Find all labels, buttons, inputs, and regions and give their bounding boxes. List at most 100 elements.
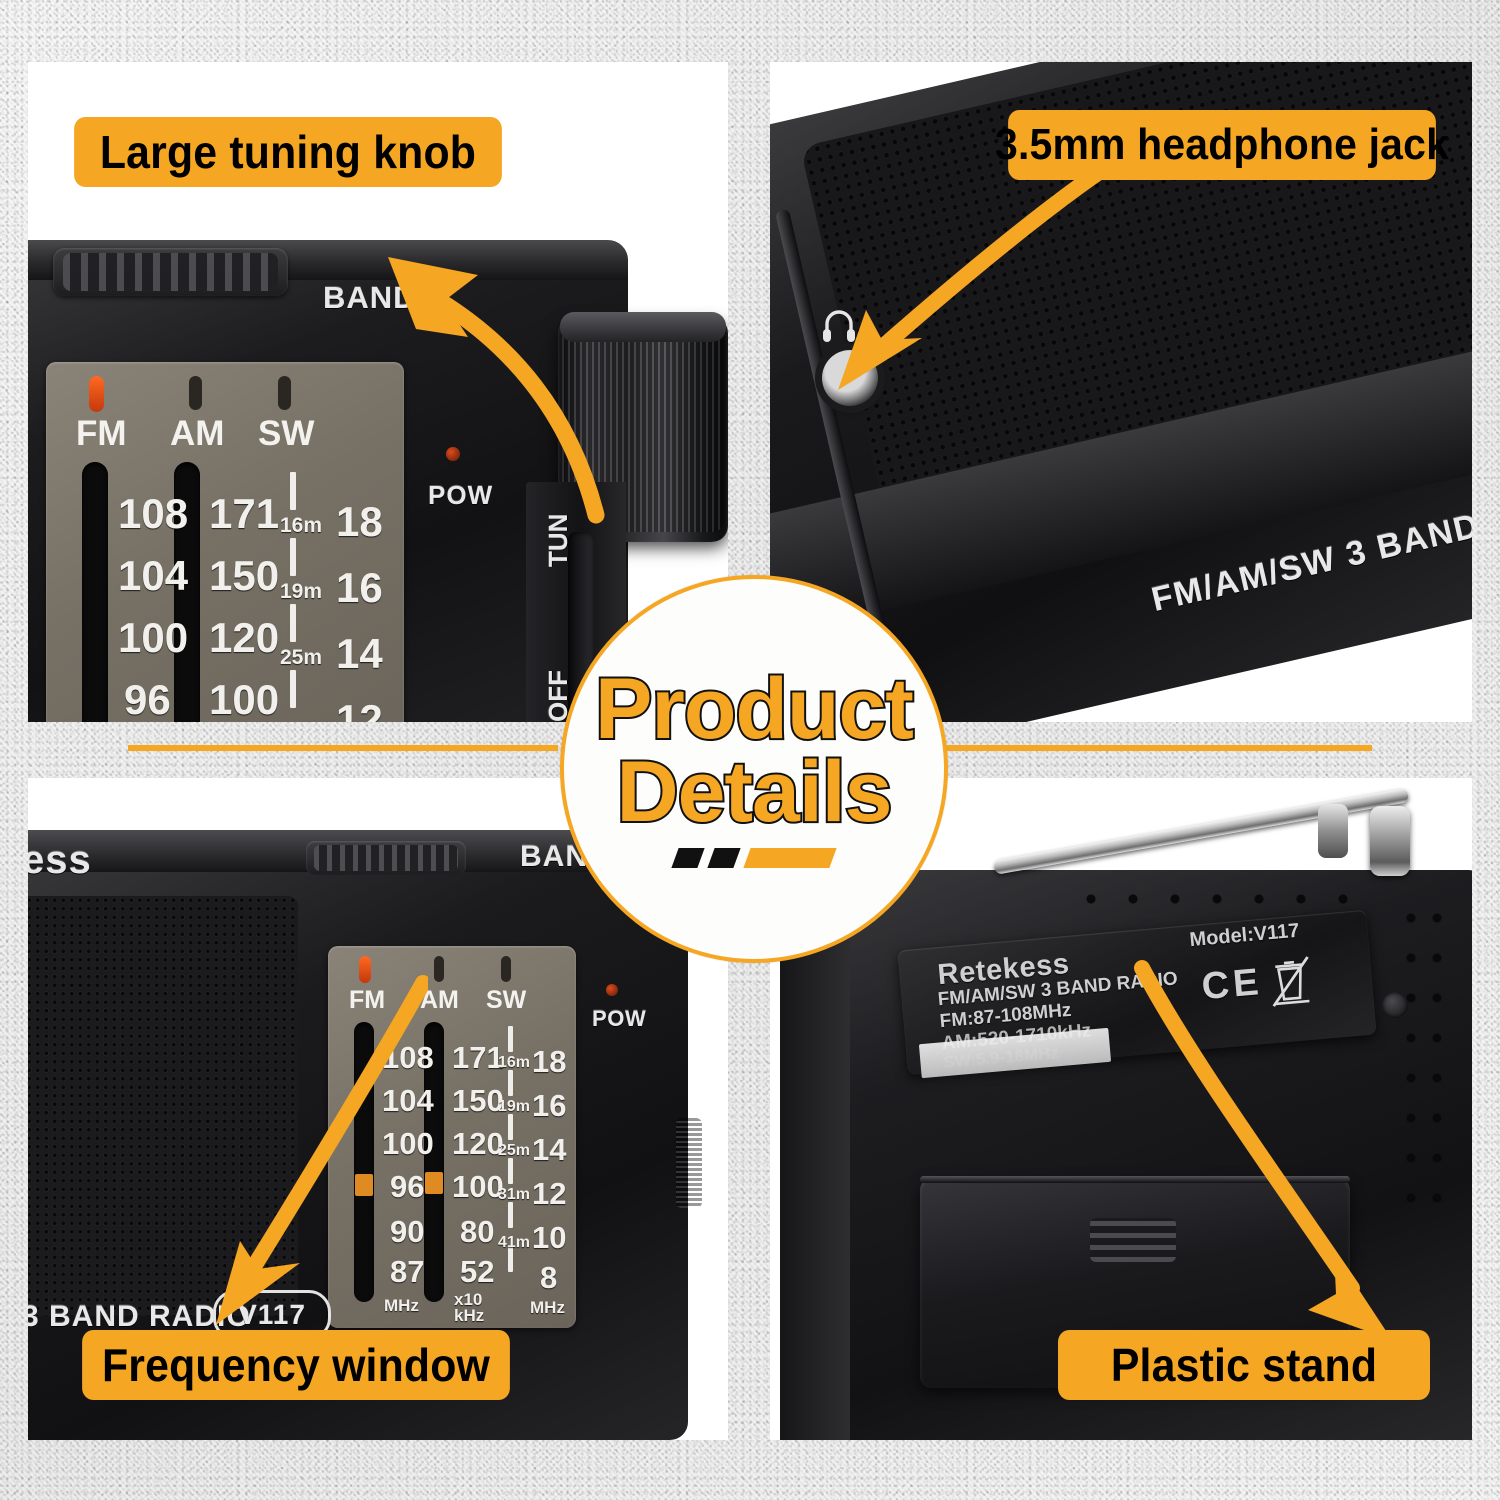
sw-band-indicator — [501, 956, 511, 982]
fm-band-label: FM — [76, 414, 127, 453]
grille-emboss-radio-text: 3 BAND RADIO — [28, 1300, 251, 1333]
sw-meterband-31m: 31m — [498, 1186, 531, 1203]
antenna-hinge[interactable] — [1370, 806, 1410, 876]
badge-dash-black-2 — [707, 848, 741, 869]
am-band-indicator — [434, 956, 444, 982]
caption-text: 3.5mm headphone jack — [995, 120, 1450, 169]
divider-left — [128, 745, 558, 751]
sw-tick-14: 14 — [336, 630, 383, 677]
sw-band-label: SW — [486, 986, 527, 1014]
ce-mark-icon: CE — [1199, 961, 1265, 1009]
sw-meterband-41m: 41m — [498, 1234, 531, 1251]
caption-plastic-stand: Plastic stand — [1058, 1330, 1430, 1400]
screw-icon — [1382, 992, 1408, 1018]
tuning-knob-panel: BAND TUN OFF FM AM — [28, 62, 728, 722]
tuning-knob-photo: BAND TUN OFF FM AM — [28, 62, 728, 722]
caption-headphone-jack: 3.5mm headphone jack — [995, 110, 1449, 180]
am-tick-150: 150 — [209, 552, 280, 599]
sw-tick-mark-1 — [508, 1026, 513, 1052]
speaker-grille — [28, 896, 298, 1316]
am-tuning-slot — [174, 462, 200, 722]
fm-band-led — [359, 956, 371, 983]
fm-tick-108: 108 — [118, 490, 189, 537]
am-band-label: AM — [420, 986, 459, 1014]
sw-band-indicator — [278, 376, 291, 410]
weee-bin-icon — [1272, 956, 1310, 1007]
badge-dash-yellow — [743, 848, 837, 869]
sw-meterband-25m: 25m — [280, 646, 323, 669]
power-led — [606, 984, 618, 996]
spec-model: Model:V117 — [1188, 919, 1301, 952]
stand-hinge-line — [920, 1176, 1350, 1183]
fm-tick-87: 87 — [390, 1254, 425, 1289]
frequency-dial-faceplate: FM AM SW 108 104 100 96 90 87 MHz 171 15… — [328, 946, 576, 1328]
fm-tuning-slot — [82, 462, 108, 722]
frequency-dial-faceplate: FM AM SW 108 104 100 96 171 150 120 100 — [46, 362, 404, 722]
sw-meterband-16m: 16m — [498, 1054, 531, 1071]
fm-tick-104: 104 — [118, 552, 189, 599]
fm-tick-100: 100 — [382, 1126, 434, 1161]
fm-tick-104: 104 — [382, 1083, 434, 1118]
fm-tick-96: 96 — [390, 1169, 425, 1204]
sw-tick-mark-1 — [290, 472, 296, 510]
caption-large-tuning-knob: Large tuning knob — [74, 117, 502, 187]
am-tuning-pointer[interactable] — [425, 1172, 443, 1194]
band-slider-switch[interactable] — [306, 841, 466, 875]
am-tick-52: 52 — [460, 1254, 495, 1289]
sw-tick-16: 16 — [532, 1088, 567, 1123]
am-tick-171: 171 — [452, 1040, 504, 1075]
brand-text-partial: ess — [28, 838, 92, 882]
am-unit-x10: x10 — [454, 1290, 483, 1309]
badge-decoration — [671, 848, 837, 869]
sw-tick-18: 18 — [532, 1044, 567, 1079]
power-label: POW — [592, 1006, 647, 1031]
headphone-jack-port[interactable] — [822, 350, 878, 406]
vent-holes-right — [1398, 898, 1450, 1228]
am-tick-150: 150 — [452, 1083, 504, 1118]
sw-tick-mark-4 — [508, 1158, 513, 1184]
fm-tuning-slot — [354, 1022, 374, 1302]
am-band-indicator — [189, 376, 202, 410]
sw-tick-mark-6 — [508, 1246, 513, 1272]
side-tuning-knob[interactable] — [676, 1118, 702, 1208]
stand-grip-ribs — [1090, 1218, 1176, 1262]
badge-line-1: Product — [593, 660, 916, 757]
sw-tick-mark-2 — [290, 538, 296, 576]
sw-tick-mark-3 — [508, 1114, 513, 1140]
fm-tick-90: 90 — [390, 1214, 425, 1249]
fm-tick-108: 108 — [382, 1040, 434, 1075]
sw-meterband-19m: 19m — [280, 580, 323, 603]
am-tick-120: 120 — [209, 614, 280, 661]
band-slider-switch[interactable] — [53, 248, 288, 296]
am-band-label: AM — [170, 414, 225, 453]
model-badge-text: V117 — [238, 1299, 306, 1330]
vent-holes-top — [1070, 886, 1370, 912]
power-led — [446, 447, 460, 461]
sw-unit-label: MHz — [530, 1298, 565, 1317]
sw-tick-16: 16 — [336, 564, 383, 611]
am-tick-171: 171 — [209, 490, 280, 537]
sw-meterband-16m: 16m — [280, 514, 323, 537]
am-unit-khz: kHz — [454, 1306, 485, 1325]
caption-text: Large tuning knob — [99, 126, 477, 178]
am-tick-100: 100 — [209, 676, 280, 722]
sw-tick-12: 12 — [532, 1176, 567, 1211]
headphone-icon — [823, 310, 855, 342]
product-details-badge: Product Details — [560, 575, 948, 963]
badge-line-2: Details — [614, 744, 894, 840]
am-tuning-slot — [424, 1022, 444, 1302]
fm-unit-label: MHz — [384, 1296, 419, 1315]
fm-tuning-pointer[interactable] — [355, 1174, 373, 1196]
sw-tick-mark-4 — [290, 670, 296, 708]
caption-text: Frequency window — [101, 1339, 491, 1391]
band-label-emboss: BAND — [323, 280, 417, 315]
sw-tick-mark-5 — [508, 1202, 513, 1228]
sw-tick-mark-2 — [508, 1070, 513, 1096]
sw-tick-12: 12 — [336, 696, 383, 722]
fm-tick-100: 100 — [118, 614, 189, 661]
sw-meterband-19m: 19m — [498, 1098, 531, 1115]
antenna-hinge-ring — [1318, 804, 1348, 858]
fm-tick-96: 96 — [124, 676, 171, 722]
divider-right — [942, 745, 1372, 751]
